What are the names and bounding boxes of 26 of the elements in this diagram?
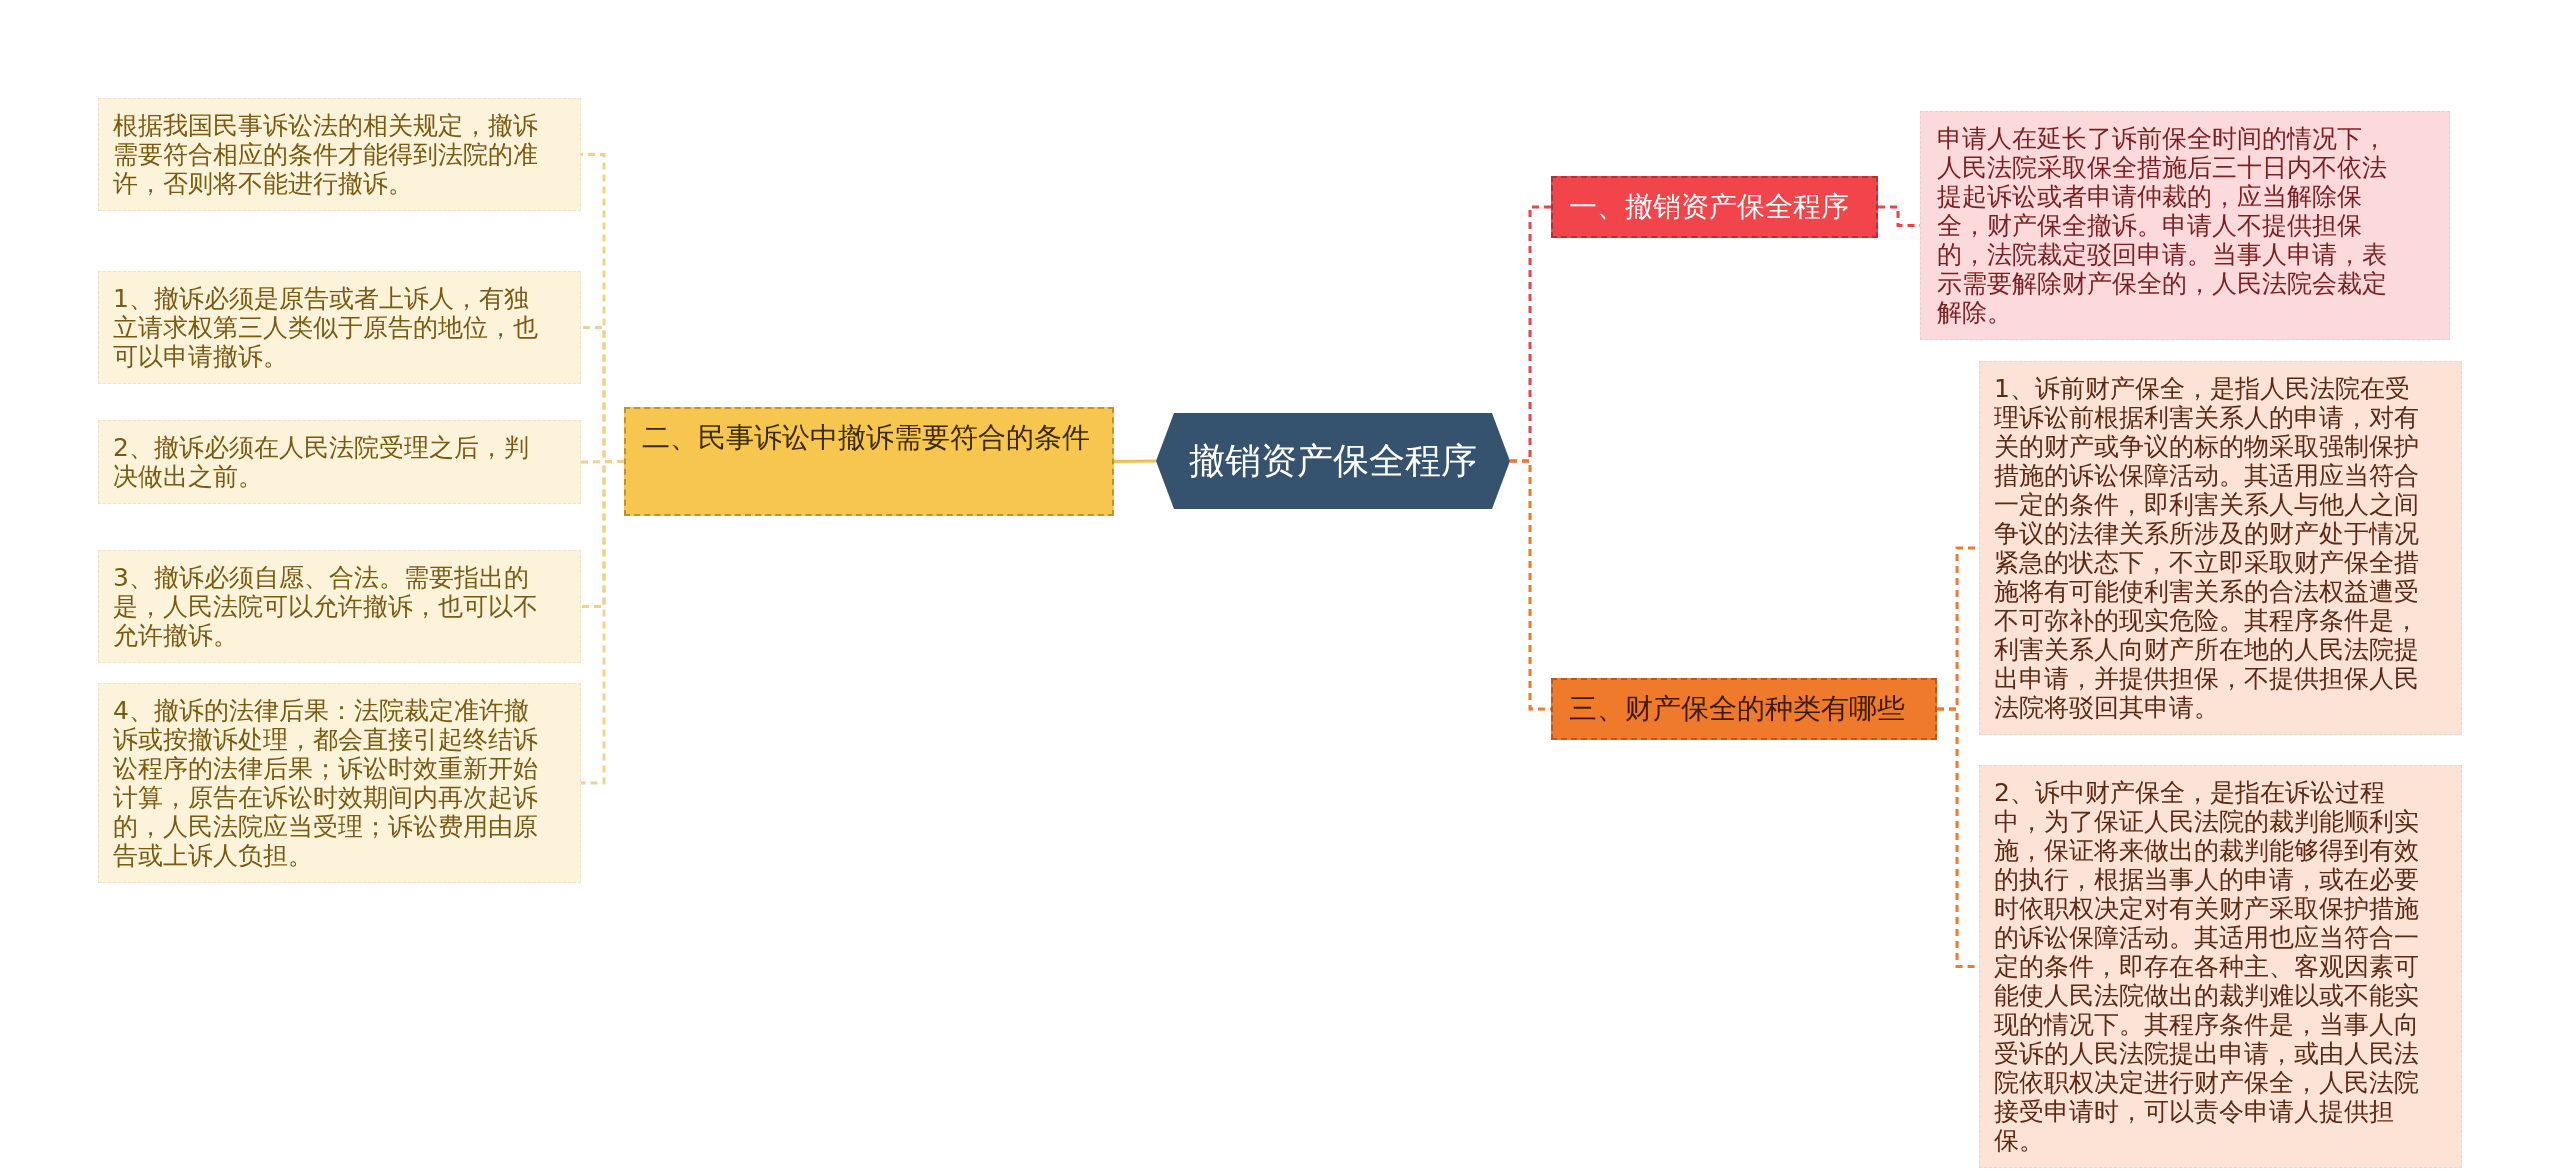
note-text: 4、撤诉的法律后果：法院裁定准许撤诉或按撤诉处理，都会直接引起终结诉讼程序的法律后果；诉讼时效重新开始计算，原告在诉讼时效期间内再次起诉的，人民法院应当受理；诉讼费用由原告或上诉人负担。 (113, 696, 539, 870)
note-box (98, 420, 581, 504)
note-text: 根据我国民事诉讼法的相关规定，撤诉需要符合相应的条件才能得到法院的准许，否则将不能进行撤诉。 (113, 111, 539, 198)
central-topic-hexagon (1156, 413, 1510, 509)
note-box (98, 98, 581, 211)
note-text: 1、诉前财产保全，是指人民法院在受理诉讼前根据利害关系人的申请，对有关的财产或争议的标的物采取强制保护措施的诉讼保障活动。其适用应当符合一定的条件，即利害关系人与他人之间争议的法律关系所涉及的财产处于情况紧急的状态下，不立即采取财产保全措施将有可能使利害关系的合法权益遭受不可弥补的现实危险。其程序条件是，利害关系人向财产所在地的人民法院提出申请，并提供担保，不提供担保人民法院将驳回其申请。 (1994, 374, 2420, 722)
connector-line (1114, 459, 1156, 463)
note-box (1979, 361, 2462, 735)
branch-box (1551, 678, 1937, 740)
branch-box (1551, 176, 1878, 238)
note-box (1979, 765, 2462, 1168)
branch-text: 二、民事诉讼中撤诉需要符合的条件 (642, 421, 1090, 455)
branch-box (624, 407, 1114, 516)
topic-title: 撤销资产保全程序 (1189, 438, 1477, 483)
note-text: 申请人在延长了诉前保全时间的情况下，人民法院采取保全措施后三十日内不依法提起诉讼或者申请仲裁的，应当解除保全，财产保全撤诉。申请人不提供担保的，法院裁定驳回申请。当事人申请，表示需要解除财产保全的，人民法院会裁定解除。 (1937, 124, 2388, 327)
branch-text: 一、撤销资产保全程序 (1569, 190, 1850, 224)
note-box (98, 550, 581, 663)
connector-line (581, 460, 624, 785)
note-text: 2、诉中财产保全，是指在诉讼过程中，为了保证人民法院的裁判能顺利实施，保证将来做出的裁判能够得到有效的执行，根据当事人的申请，或在必要时依职权决定对有关财产采取保护措施的诉讼保障活动。其适用也应当符合一定的条件，即存在各种主、客观因素可能使人民法院做出的裁判难以或不能实现的情况下。其程序条件是，当事人向受诉的人民法院提出申请，或由人民法院依职权决定进行财产保全，人民法院接受申请时，可以责令申请人提供担保。 (1994, 778, 2420, 1155)
note-text: 1、撤诉必须是原告或者上诉人，有独立请求权第三人类似于原告的地位，也可以申请撤诉。 (113, 284, 539, 371)
note-text: 2、撤诉必须在人民法院受理之后，判决做出之前。 (113, 433, 530, 491)
note-box (1920, 111, 2450, 340)
note-box (98, 683, 581, 883)
note-box (98, 271, 581, 384)
note-text: 3、撤诉必须自愿、合法。需要指出的是，人民法院可以允许撤诉，也可以不允许撤诉。 (113, 563, 539, 650)
branch-text: 三、财产保全的种类有哪些 (1569, 692, 1906, 726)
